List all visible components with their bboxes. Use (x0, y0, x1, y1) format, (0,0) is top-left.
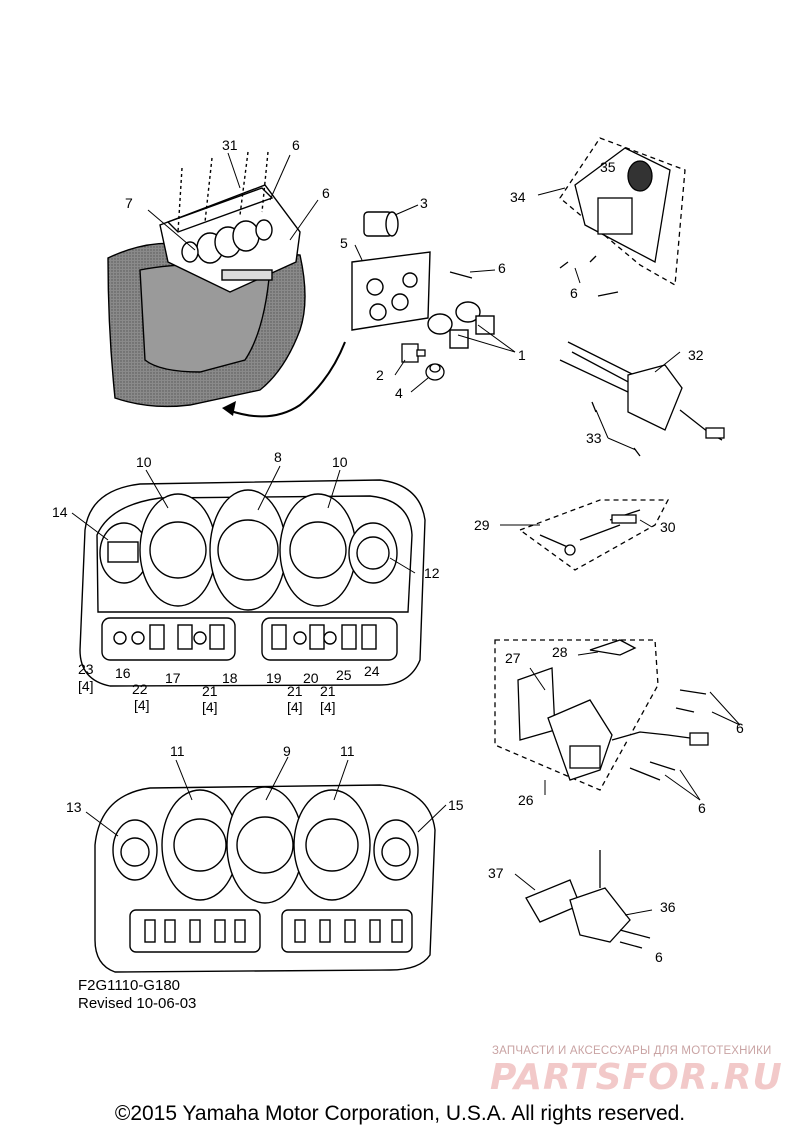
callout: 23 (78, 661, 94, 677)
sensor-kit (518, 499, 670, 571)
arrow-head (222, 401, 236, 416)
callout: 9 (283, 743, 291, 759)
callout: 21 (202, 683, 218, 699)
callout-labels: 31 6 6 7 3 5 6 1 2 4 35 34 6 32 33 10 8 … (52, 137, 744, 965)
callout: 2 (376, 367, 384, 383)
callout: [4] (287, 699, 303, 715)
callout: 31 (222, 137, 238, 153)
callout: 14 (52, 504, 68, 520)
callout: 6 (736, 720, 744, 736)
figure-code: F2G1110-G180 (78, 977, 181, 994)
callout: 25 (336, 667, 352, 683)
console-assembly (107, 151, 306, 408)
callout: 13 (66, 799, 82, 815)
callout: 30 (660, 519, 676, 535)
callout: [4] (320, 699, 336, 715)
callout: 4 (395, 385, 403, 401)
mount-bracket (525, 850, 631, 943)
cover-assembly (559, 137, 686, 287)
revision-date: Revised 10-06-03 (78, 995, 197, 1012)
callout: 10 (332, 454, 348, 470)
callout: 35 (600, 159, 616, 175)
callout: 19 (266, 670, 282, 686)
callout: 20 (303, 670, 319, 686)
callout: 11 (340, 743, 355, 759)
callout: 16 (115, 665, 131, 681)
callout: 12 (424, 565, 440, 581)
callout: [4] (134, 697, 150, 713)
callout: 24 (364, 663, 380, 679)
callout: 7 (125, 195, 133, 211)
callout: 28 (552, 644, 568, 660)
callout: 33 (586, 430, 602, 446)
callout: [4] (202, 699, 218, 715)
callout: 3 (420, 195, 428, 211)
arrow-curve (227, 341, 346, 418)
callout: 6 (322, 185, 330, 201)
callout: 15 (448, 797, 464, 813)
callout: 11 (170, 743, 185, 759)
bracket-assembly (494, 639, 709, 791)
callout: [4] (78, 678, 94, 694)
copyright-notice: ©2015 Yamaha Motor Corporation, U.S.A. A… (114, 1102, 686, 1125)
callout: 22 (132, 681, 148, 697)
callout: 6 (655, 949, 663, 965)
screws (449, 255, 707, 949)
callout: 6 (292, 137, 300, 153)
callout: 27 (505, 650, 521, 666)
callout: 1 (518, 347, 526, 363)
callout: 21 (287, 683, 303, 699)
power-socket (363, 211, 399, 237)
callout: 26 (518, 792, 534, 808)
callout: 6 (698, 800, 706, 816)
callout: 21 (320, 683, 336, 699)
rocker-switches (427, 301, 495, 349)
callout: 37 (488, 865, 504, 881)
switch-plate (351, 251, 431, 331)
toggle-switch (401, 343, 426, 363)
callout: 34 (510, 189, 526, 205)
gauge-panel-rear (94, 784, 436, 973)
callout: 17 (165, 670, 181, 686)
callout: 36 (660, 899, 676, 915)
gauge-panel-front (79, 479, 426, 687)
callout: 10 (136, 454, 152, 470)
leader-lines (71, 152, 741, 916)
callout: 29 (474, 517, 490, 533)
watermark-logo: PARTSFOR.RU (490, 1057, 783, 1098)
push-button (425, 363, 445, 381)
callout: 6 (498, 260, 506, 276)
callout: 8 (274, 449, 282, 465)
watermark-tagline: ЗАПЧАСТИ И АКСЕССУАРЫ ДЛЯ МОТОТЕХНИКИ (492, 1045, 772, 1057)
callout: 32 (688, 347, 704, 363)
callout: 6 (570, 285, 578, 301)
callout: 5 (340, 235, 348, 251)
callout: 18 (222, 670, 238, 686)
control-module (559, 341, 725, 457)
